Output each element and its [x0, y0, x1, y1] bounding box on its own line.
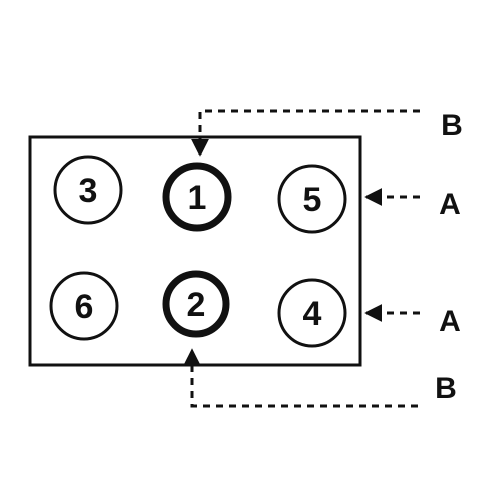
- hole-5: 5: [277, 164, 347, 234]
- hole-circle: [53, 155, 123, 225]
- callout-a-lower-label: A: [439, 305, 461, 338]
- hole-label: 1: [188, 179, 207, 217]
- hole-circle: [277, 278, 347, 348]
- callout-b-top-label: B: [441, 109, 463, 142]
- callout-b-bottom-label: B: [435, 372, 457, 405]
- hole-6: 6: [49, 271, 119, 341]
- hole-circle: [277, 164, 347, 234]
- hole-3: 3: [53, 155, 123, 225]
- callout-b-bottom-line: [183, 348, 418, 408]
- hole-circle: [49, 271, 119, 341]
- callout-b-top-line: [191, 109, 420, 157]
- hole-label: 3: [79, 172, 98, 210]
- hole-1: 1: [162, 162, 232, 232]
- callout-a-upper-label: A: [439, 188, 461, 221]
- hole-label: 5: [303, 181, 322, 219]
- hole-4: 4: [277, 278, 347, 348]
- hole-circle: [162, 162, 232, 232]
- hole-label: 4: [303, 295, 322, 333]
- hole-label: 2: [187, 286, 206, 324]
- hole-2: 2: [162, 270, 230, 338]
- hole-circle: [162, 270, 230, 338]
- hole-label: 6: [75, 288, 94, 326]
